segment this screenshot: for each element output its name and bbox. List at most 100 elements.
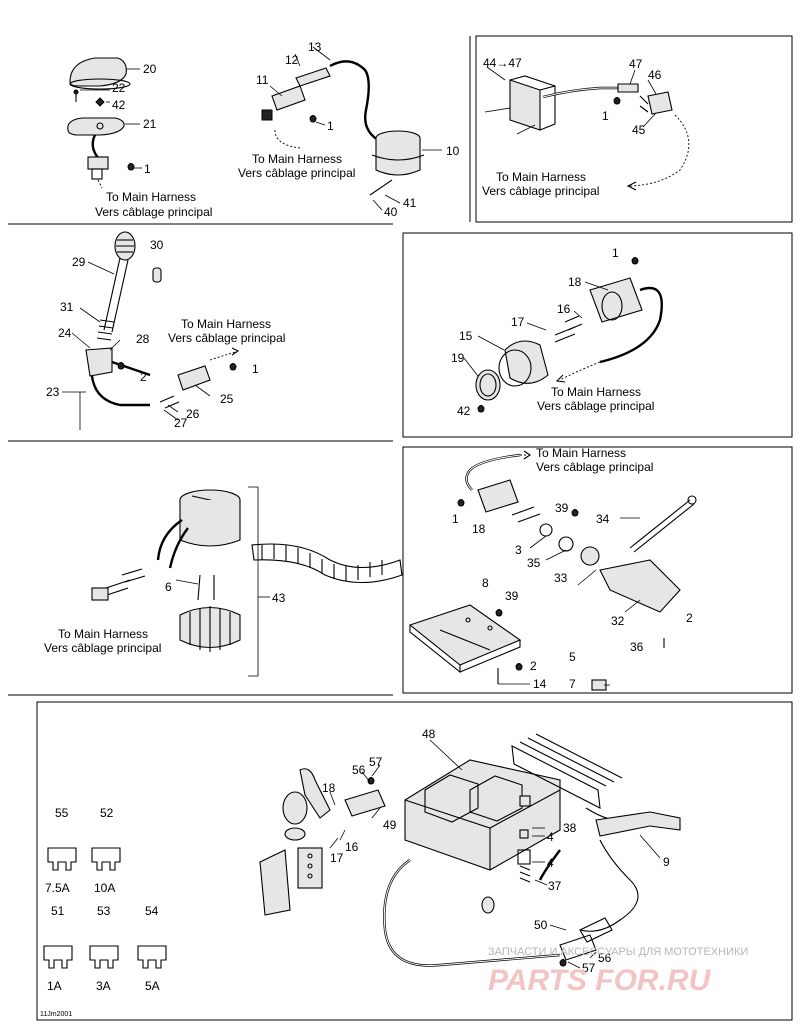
- callout-1: 1: [612, 246, 619, 260]
- fuse-id: 52: [100, 806, 114, 820]
- callout-40: 40: [384, 205, 398, 219]
- fuse-54: 54 5A: [137, 904, 167, 993]
- callout-5: 5: [569, 650, 576, 664]
- harness-label-fr: Vers câblage principal: [482, 184, 599, 198]
- fuse-icon: [43, 945, 73, 969]
- harness-label-en: To Main Harness: [106, 190, 196, 204]
- callout-39: 39: [505, 589, 519, 603]
- callout-7: 7: [569, 677, 576, 691]
- callout-29: 29: [72, 255, 86, 269]
- gauge-housing-18: [589, 277, 643, 323]
- fuse-52: 52 10A: [91, 806, 121, 895]
- callout-2: 2: [140, 370, 147, 384]
- callout-45: 45: [632, 123, 646, 137]
- callout-8: 8: [482, 576, 489, 590]
- callout-42: 42: [457, 404, 471, 418]
- cap: [282, 791, 308, 825]
- watermark-logo: PARTS FOR.RU: [488, 964, 712, 997]
- lamp-base: [67, 117, 125, 136]
- callout-28: 28: [136, 332, 150, 346]
- panel-lamp-stalk: 30 29 31 24 28 2 1 23 25 26 27 To Main H…: [46, 231, 285, 430]
- harness-label-fr: Vers câblage principal: [95, 205, 212, 219]
- callout-17: 17: [511, 315, 525, 329]
- callout-47: 47: [629, 57, 643, 71]
- callout-11: 11: [256, 73, 269, 87]
- callout-18: 18: [322, 781, 336, 795]
- fuse-icon: [137, 945, 167, 969]
- connector: [91, 587, 109, 601]
- callout-15: 15: [459, 329, 473, 343]
- callout-6: 6: [165, 580, 172, 594]
- plug-45: [647, 91, 673, 115]
- panel-gauge: 1 18 16 17 15 19 42 To Main Harness Vers…: [451, 246, 663, 418]
- callout-2: 2: [530, 659, 537, 673]
- callout-14: 14: [533, 677, 547, 691]
- callout-57: 57: [582, 961, 596, 975]
- harness-label-fr: Vers câblage principal: [537, 399, 654, 413]
- lever-assembly-32: [599, 559, 681, 613]
- panel-light-housing: 20 22 42 21 1 To Main Harness Vers câbla…: [67, 57, 212, 219]
- callout-2: 2: [686, 611, 693, 625]
- callout-57: 57: [369, 755, 383, 769]
- harness-label-en: To Main Harness: [58, 627, 148, 641]
- callout-26: 26: [186, 407, 200, 421]
- harness-sleeve-9: [595, 811, 681, 837]
- callout-34: 34: [596, 512, 610, 526]
- callout-4: 4: [547, 856, 554, 870]
- callout-18: 18: [472, 522, 486, 536]
- callout-1: 1: [602, 109, 609, 123]
- ring: [284, 827, 306, 841]
- callout-16: 16: [557, 302, 571, 316]
- switch-18: [477, 479, 519, 513]
- callout-49: 49: [383, 818, 397, 832]
- connector-49: [344, 789, 386, 817]
- harness-label-fr: Vers câblage principal: [44, 641, 161, 655]
- connector-12: [295, 67, 331, 87]
- harness-label-en: To Main Harness: [181, 317, 271, 331]
- fuse-id: 51: [51, 904, 65, 918]
- callout-18: 18: [568, 275, 582, 289]
- connector-11: [271, 85, 306, 111]
- callout-19: 19: [451, 351, 465, 365]
- callout-31: 31: [60, 300, 74, 314]
- panel-fuse-box: 55 7.5A 52 10A 51 1A 53 3A 54 5A: [43, 727, 681, 993]
- callout-13: 13: [308, 40, 322, 54]
- fuse-rating: 5A: [145, 979, 160, 993]
- bracket-8: [408, 604, 522, 666]
- callout-35: 35: [527, 556, 541, 570]
- callout-42: 42: [112, 98, 126, 112]
- fuse-rating: 10A: [94, 881, 115, 895]
- callout-3: 3: [515, 543, 522, 557]
- relay-box: [509, 79, 541, 131]
- callout-43: 43: [272, 591, 286, 605]
- screw-icon: [73, 89, 79, 95]
- panel-sender: 6 43 To Main Harness Vers câblage princi…: [44, 486, 403, 677]
- nut-icon: [95, 97, 105, 107]
- callout-1: 1: [452, 512, 459, 526]
- callout-17: 17: [330, 851, 344, 865]
- callout-1: 1: [252, 362, 259, 376]
- callout-24: 24: [58, 326, 72, 340]
- fuse-rating: 3A: [96, 979, 111, 993]
- callout-32: 32: [611, 614, 625, 628]
- fuse-icon: [47, 847, 77, 871]
- clip-7: [591, 679, 607, 691]
- panel-horn: 13 12 11 1 10 41 40 To Main Harness Vers…: [238, 40, 460, 219]
- figure-code: 11Jm2001: [40, 1011, 72, 1018]
- harness-label-en: To Main Harness: [551, 385, 641, 399]
- callout-48: 48: [422, 727, 436, 741]
- fuse-id: 53: [97, 904, 111, 918]
- callout-1: 1: [144, 162, 151, 176]
- bulb-30: [152, 267, 162, 283]
- fuse-id: 55: [55, 806, 69, 820]
- callout-4: 4: [547, 830, 554, 844]
- watermark-tagline: ЗАПЧАСТИ И АКСЕССУАРЫ ДЛЯ МОТОТЕХНИКИ: [488, 946, 748, 958]
- harness-label-en: To Main Harness: [496, 170, 586, 184]
- harness-label-en: To Main Harness: [252, 152, 342, 166]
- harness-label-en: To Main Harness: [536, 446, 626, 460]
- connector: [87, 156, 109, 170]
- callout-21: 21: [143, 117, 157, 131]
- lamp-base: [85, 347, 113, 377]
- harness-label-fr: Vers câblage principal: [536, 460, 653, 474]
- callout-50: 50: [534, 918, 548, 932]
